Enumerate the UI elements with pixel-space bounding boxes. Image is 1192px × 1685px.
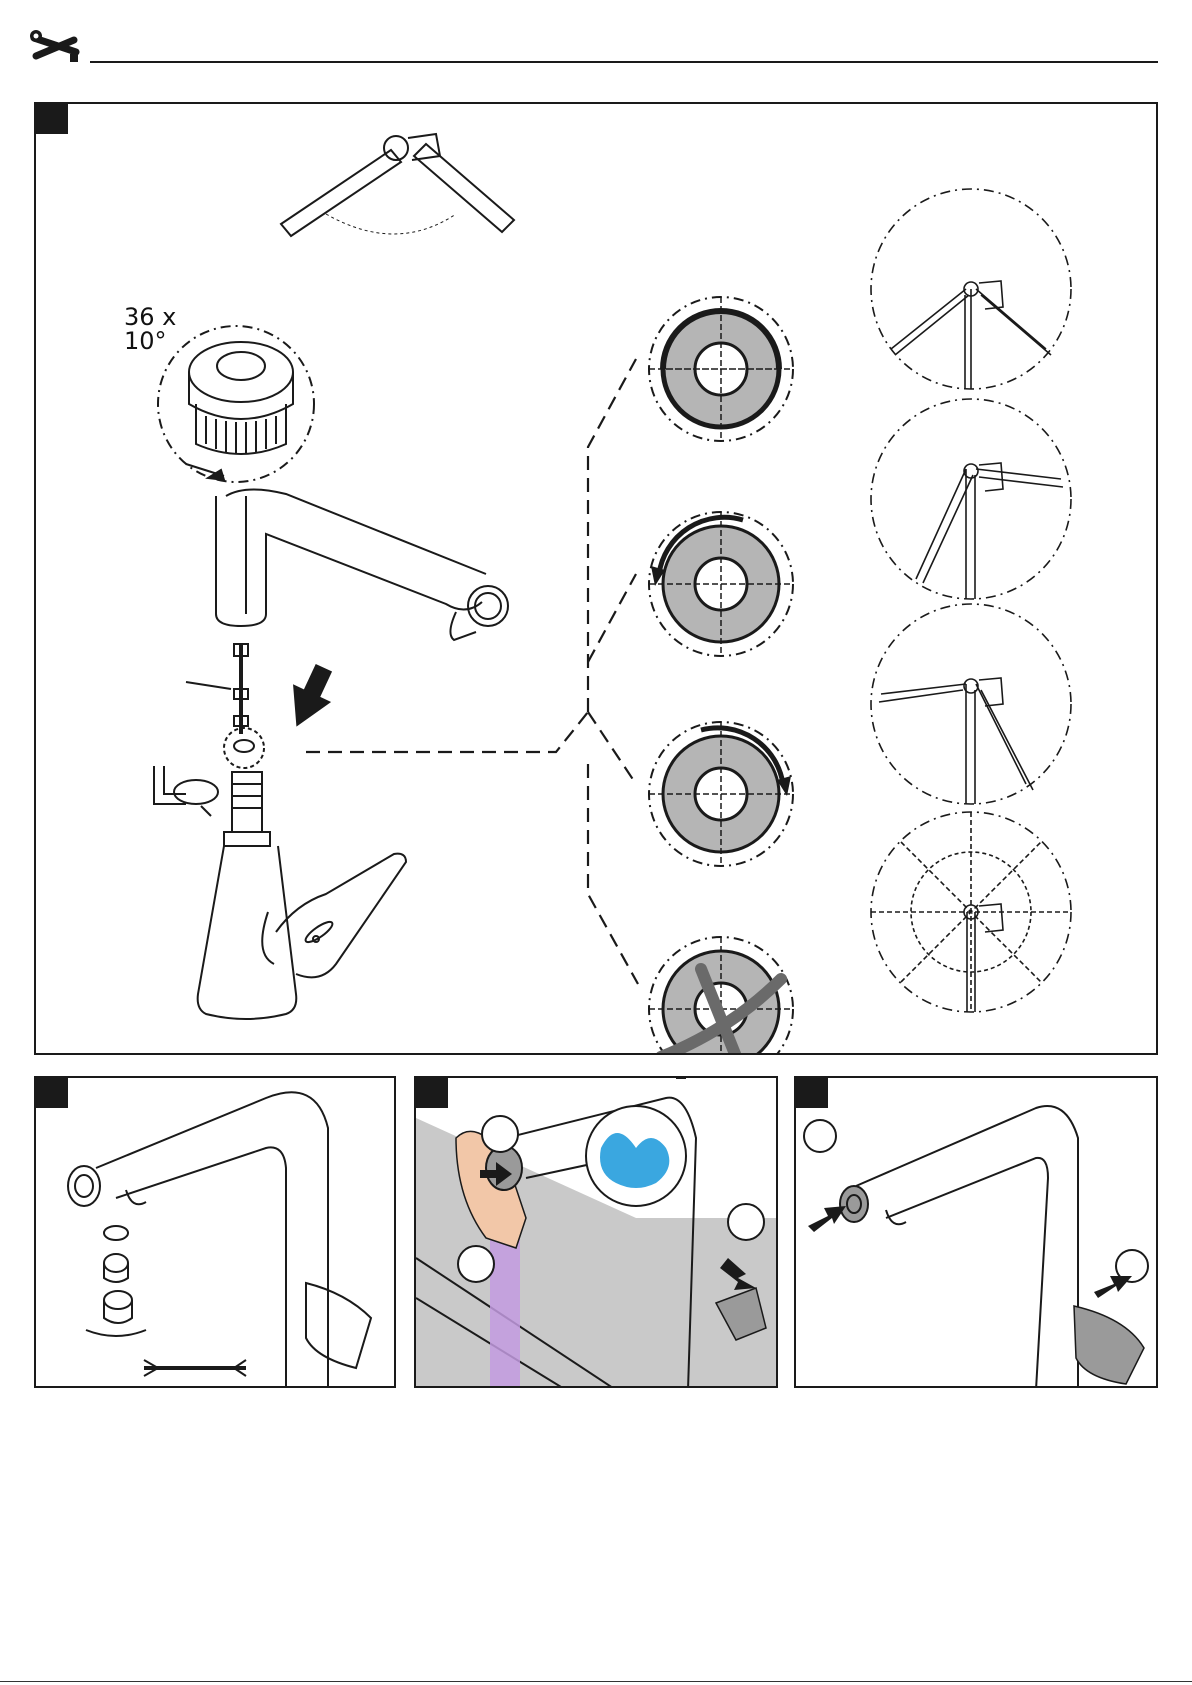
panel-restart	[794, 1076, 1158, 1388]
panel-sensor	[414, 1076, 778, 1388]
aerator-illustration	[36, 1078, 396, 1388]
main-panel: 36 x 10°	[34, 102, 1158, 1055]
main-illustration	[36, 104, 1158, 1055]
footer-rule	[0, 1681, 1192, 1682]
panel-aerator	[34, 1076, 396, 1388]
restart-illustration	[796, 1078, 1158, 1388]
tools-icon	[30, 30, 82, 66]
bushing-orientations	[649, 297, 793, 1055]
header-rule	[90, 61, 1158, 63]
sensor-illustration	[416, 1078, 778, 1388]
angle-step-label: 10°	[124, 328, 167, 354]
rotation-ranges	[871, 189, 1071, 1012]
